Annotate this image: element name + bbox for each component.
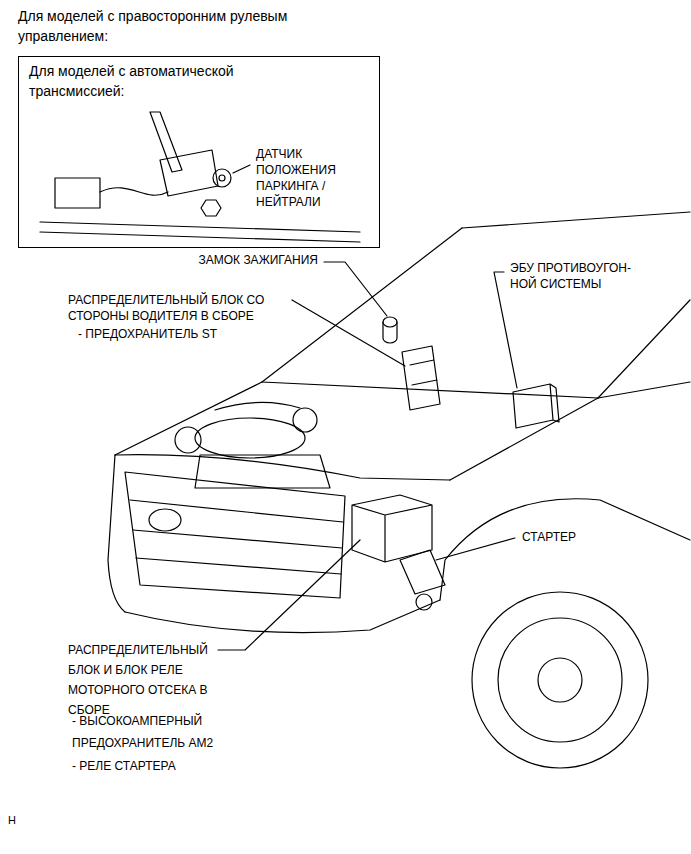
engine-hose bbox=[215, 402, 300, 410]
part-label: РАСПРЕДЕЛИТЕЛЬНЫЙ БЛОК И БЛОК РЕЛЕ МОТОР… bbox=[68, 640, 233, 720]
wheel-hub bbox=[538, 658, 582, 702]
shift-cable bbox=[100, 188, 168, 196]
driver-junction-block bbox=[402, 346, 440, 410]
front-corner bbox=[108, 455, 125, 612]
fender-line bbox=[450, 398, 598, 480]
part-label: ЗАМОК ЗАЖИГАНИЯ bbox=[198, 252, 318, 268]
ignition-switch bbox=[383, 322, 397, 343]
ignition-switch bbox=[383, 317, 397, 327]
engine bbox=[195, 455, 330, 488]
leader-line bbox=[233, 165, 250, 173]
leader-line bbox=[292, 300, 405, 366]
nut bbox=[201, 200, 221, 216]
shift-bracket bbox=[160, 150, 218, 196]
body-side bbox=[598, 382, 690, 398]
bumper bbox=[125, 600, 440, 633]
sub-part-label: - ВЫСОКОАМПЕРНЫЙ ПРЕДОХРАНИТЕЛЬ AM2 bbox=[72, 710, 247, 754]
emblem bbox=[149, 509, 181, 531]
windshield-pillar bbox=[262, 228, 462, 382]
part-label: ДАТЧИК ПОЛОЖЕНИЯ ПАРКИНГА / НЕЙТРАЛИ bbox=[256, 146, 368, 210]
grille-bars bbox=[130, 500, 343, 574]
part-label: ЭБУ ПРОТИВОУГОН- НОЙ СИСТЕМЫ bbox=[510, 260, 655, 292]
leader-line bbox=[436, 538, 515, 560]
page-title: Для моделей с правосторонним рулевым упр… bbox=[18, 6, 328, 46]
mount-block bbox=[55, 178, 100, 208]
immobiliser-ecu bbox=[513, 384, 559, 428]
figure-code: H bbox=[8, 812, 16, 828]
engine bbox=[195, 418, 305, 458]
engine-pulley bbox=[175, 427, 201, 453]
windshield-pillar bbox=[598, 300, 690, 398]
sub-part-label: - РЕЛЕ СТАРТЕРА bbox=[72, 758, 247, 774]
starter bbox=[400, 550, 445, 594]
pnp-sensor bbox=[213, 169, 231, 187]
pnp-sensor-hub bbox=[219, 175, 225, 181]
inset-box: Для моделей с автоматической трансмиссие… bbox=[18, 56, 380, 248]
leader-line bbox=[218, 540, 360, 650]
shift-lever bbox=[150, 112, 182, 172]
grille bbox=[125, 472, 345, 598]
wheel-rim bbox=[498, 618, 622, 742]
engine-pulley bbox=[293, 408, 317, 432]
sub-part-label: - ПРЕДОХРАНИТЕЛЬ ST bbox=[78, 326, 288, 342]
leader-line bbox=[324, 262, 387, 316]
inset-heading: Для моделей с автоматической трансмиссие… bbox=[29, 61, 259, 101]
fender bbox=[440, 499, 690, 600]
roof-edge bbox=[462, 212, 690, 228]
starter-gear bbox=[416, 594, 432, 610]
shift-rod bbox=[40, 222, 360, 242]
engine-room-junction-block bbox=[352, 495, 432, 562]
wheel bbox=[472, 592, 648, 768]
part-label: СТАРТЕР bbox=[522, 529, 622, 545]
part-label: РАСПРЕДЕЛИТЕЛЬНЫЙ БЛОК СО СТОРОНЫ ВОДИТЕ… bbox=[68, 292, 303, 324]
